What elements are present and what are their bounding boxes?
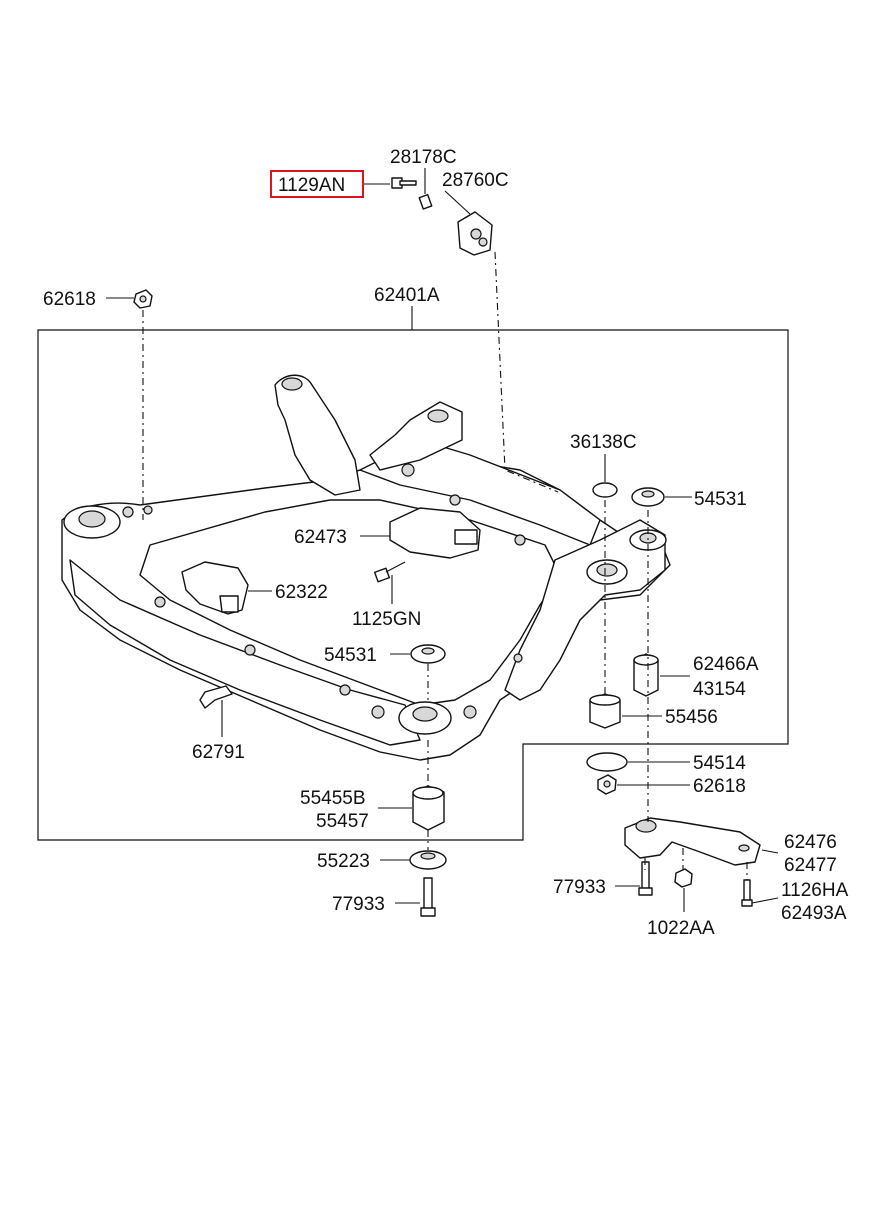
bolt-1126HA	[741, 879, 753, 907]
label-62476[interactable]: 62476	[784, 832, 837, 853]
nut-62618-top	[133, 289, 153, 309]
label-55457[interactable]: 55457	[316, 811, 369, 832]
label-62322[interactable]: 62322	[275, 582, 328, 603]
washer-54514	[586, 752, 628, 772]
label-55456[interactable]: 55456	[665, 707, 718, 728]
clip-62791	[199, 685, 233, 709]
label-54531-center[interactable]: 54531	[324, 645, 377, 666]
washer-54531-center	[410, 644, 446, 664]
bracket-62476	[624, 817, 761, 866]
washer-54531-right	[631, 487, 665, 507]
highlight-box	[270, 170, 364, 198]
bracket-62473	[389, 507, 481, 559]
assembly-line	[494, 251, 559, 493]
nut-1022AA	[674, 868, 693, 888]
label-62477[interactable]: 62477	[784, 855, 837, 876]
label-1022AA[interactable]: 1022AA	[647, 918, 715, 939]
washer-55223	[409, 850, 447, 870]
nut-62618-right	[597, 774, 617, 795]
pin-28178C	[418, 193, 433, 210]
hanger-28760C	[457, 211, 493, 256]
label-1129AN[interactable]: 1129AN	[278, 175, 345, 196]
label-1125GN[interactable]: 1125GN	[352, 609, 421, 630]
assembly-frame	[37, 329, 789, 841]
label-62791[interactable]: 62791	[192, 742, 245, 763]
bracket-62322	[181, 561, 249, 615]
label-54531-right[interactable]: 54531	[694, 489, 747, 510]
label-77933-bottom[interactable]: 77933	[332, 894, 385, 915]
bushing-55455B	[412, 785, 445, 831]
label-62473[interactable]: 62473	[294, 527, 347, 548]
label-28760C[interactable]: 28760C	[442, 170, 509, 191]
bushing-62466A	[633, 653, 659, 697]
label-62493A[interactable]: 62493A	[781, 903, 847, 924]
label-62466A[interactable]: 62466A	[693, 654, 759, 675]
label-62401A[interactable]: 62401A	[374, 285, 440, 306]
label-55223[interactable]: 55223	[317, 851, 370, 872]
bolt-1125GN	[373, 561, 406, 583]
bolt-1129AN	[391, 177, 417, 189]
label-77933-right[interactable]: 77933	[553, 877, 606, 898]
label-1126HA[interactable]: 1126HA	[781, 880, 849, 901]
bolt-77933-right	[638, 861, 653, 896]
bolt-77933-bottom	[420, 877, 436, 917]
label-36138C[interactable]: 36138C	[570, 432, 637, 453]
label-28178C[interactable]: 28178C	[390, 147, 457, 168]
washer-36138C	[592, 482, 618, 498]
label-54514[interactable]: 54514	[693, 753, 746, 774]
label-55455B[interactable]: 55455B	[300, 788, 366, 809]
label-62618-top[interactable]: 62618	[43, 289, 96, 310]
bushing-55456	[589, 693, 621, 729]
label-62618-right[interactable]: 62618	[693, 776, 746, 797]
label-43154[interactable]: 43154	[693, 679, 746, 700]
